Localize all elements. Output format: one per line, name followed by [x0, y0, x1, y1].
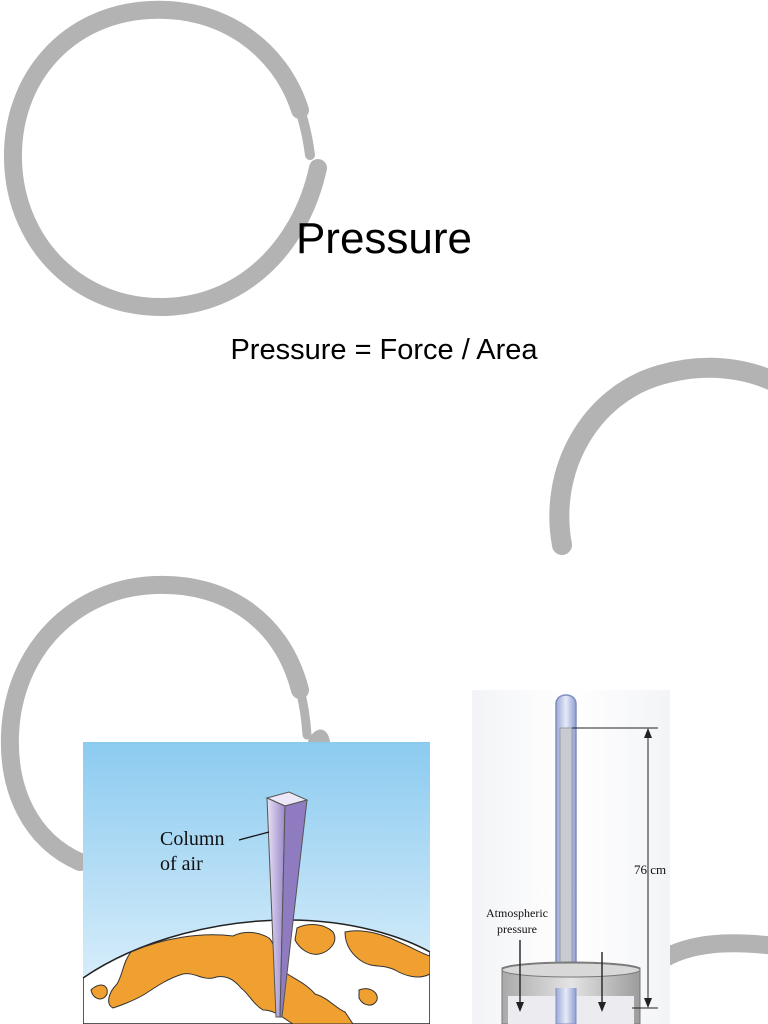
barometer-figure: 76 cm Atmospheric pressure — [472, 690, 670, 1024]
atmospheric-label-line1: Atmospheric — [486, 906, 548, 920]
atmospheric-label-line2: pressure — [497, 922, 537, 936]
land-east — [344, 930, 430, 978]
column-of-air-label-line2: of air — [160, 853, 203, 875]
column-of-air-label-line1: Column — [160, 828, 224, 850]
slide-title: Pressure — [295, 214, 473, 263]
mercury-column — [559, 727, 573, 1024]
column-pointer-line — [238, 831, 270, 841]
column-of-air-figure: Column of air — [83, 742, 430, 1024]
air-column — [265, 791, 309, 1018]
ring-bottom-right — [656, 934, 768, 967]
slide-subtitle: Pressure = Force / Area — [230, 334, 538, 366]
height-label: 76 cm — [634, 862, 666, 877]
land-greenland — [294, 924, 336, 955]
ring-right — [549, 357, 768, 555]
land-north-america — [108, 931, 354, 1024]
